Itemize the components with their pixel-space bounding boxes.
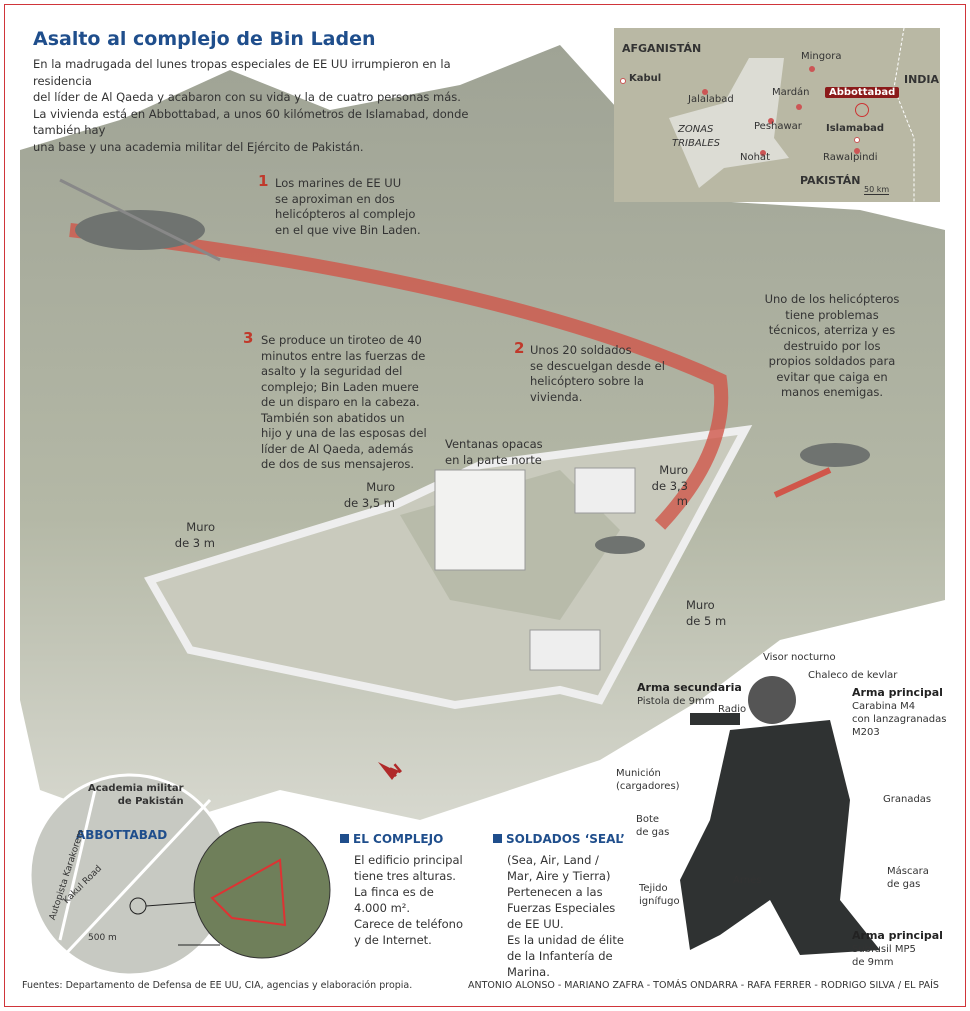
main-building [434, 469, 526, 571]
label-radio: Radio [718, 704, 747, 715]
label-india: INDIA [904, 73, 940, 86]
label-zonas: ZONAS [678, 124, 714, 135]
helicopter-icon [59, 178, 221, 262]
intro-text: En la madrugada del lunes tropas especia… [33, 56, 513, 155]
credits: ANTONIO ALONSO - MARIANO ZAFRA - TOMÁS O… [468, 980, 939, 991]
annex-building [529, 629, 601, 671]
location-map: AFGANISTÁN Kabul Jalalabad ZONAS TRIBALE… [614, 28, 940, 202]
crash-arrow [773, 467, 832, 498]
label-granadas: Granadas [883, 794, 932, 805]
label-islamabad: Islamabad [826, 123, 885, 134]
square-bullet-icon [340, 834, 349, 843]
step-number: 1 [258, 172, 269, 190]
helicopter-crashed-icon [800, 443, 870, 467]
step-number: 2 [514, 339, 525, 357]
intro-line: una base y una academia militar del Ejér… [33, 139, 364, 154]
inset-scale: 500 m [88, 933, 117, 943]
label-rawalpindi: Rawalpindi [823, 152, 878, 163]
border-frame [4, 4, 966, 1007]
north-arrow-icon [378, 762, 398, 780]
page-title: Asalto al complejo de Bin Laden [33, 28, 376, 50]
seal-soldier-figure [680, 676, 880, 955]
flight-path-arrow [69, 223, 729, 530]
label-mingora: Mingora [801, 51, 842, 62]
section-seal: SOLDADOS ‘SEAL’ (Sea, Air, Land /Mar, Ai… [493, 832, 625, 980]
label-arnes: Arnés [733, 875, 762, 886]
guest-house [574, 467, 636, 514]
label-afganistan: AFGANISTÁN [622, 42, 702, 55]
label-abbottabad-city: ABBOTTABAD [76, 828, 168, 842]
label-chaleco: Chaleco de kevlar [808, 670, 898, 681]
label-tribales: TRIBALES [672, 138, 720, 149]
label-mardan: Mardán [772, 87, 810, 98]
map-scale: 50 km [864, 185, 890, 195]
label-abbottabad: Abbottabad [825, 87, 900, 98]
section-title: EL COMPLEJO [353, 832, 444, 846]
helicopter-landed-icon [595, 536, 645, 554]
sources: Fuentes: Departamento de Defensa de EE U… [22, 980, 413, 991]
satellite-photo-circle [193, 821, 331, 959]
label-municion: Munición(cargadores) [616, 768, 680, 792]
label-jalalabad: Jalalabad [688, 94, 734, 105]
label-kabul: Kabul [629, 73, 662, 84]
label-visor: Visor nocturno [763, 652, 836, 663]
intro-line: La vivienda está en Abbottabad, a unos 6… [33, 106, 469, 138]
intro-line: del líder de Al Qaeda y acabaron con su … [33, 90, 461, 104]
step-number: 3 [243, 329, 254, 347]
label-nohat: Nohat [740, 152, 770, 163]
section-title: SOLDADOS ‘SEAL’ [506, 832, 625, 846]
india-border [893, 28, 915, 202]
square-bullet-icon [493, 834, 502, 843]
abbottabad-marker [855, 103, 869, 117]
intro-line: En la madrugada del lunes tropas especia… [33, 57, 451, 88]
label-pakistan: PAKISTÁN [800, 174, 861, 187]
tribal-zones-area [669, 58, 789, 188]
label-peshawar: Peshawar [754, 121, 802, 132]
